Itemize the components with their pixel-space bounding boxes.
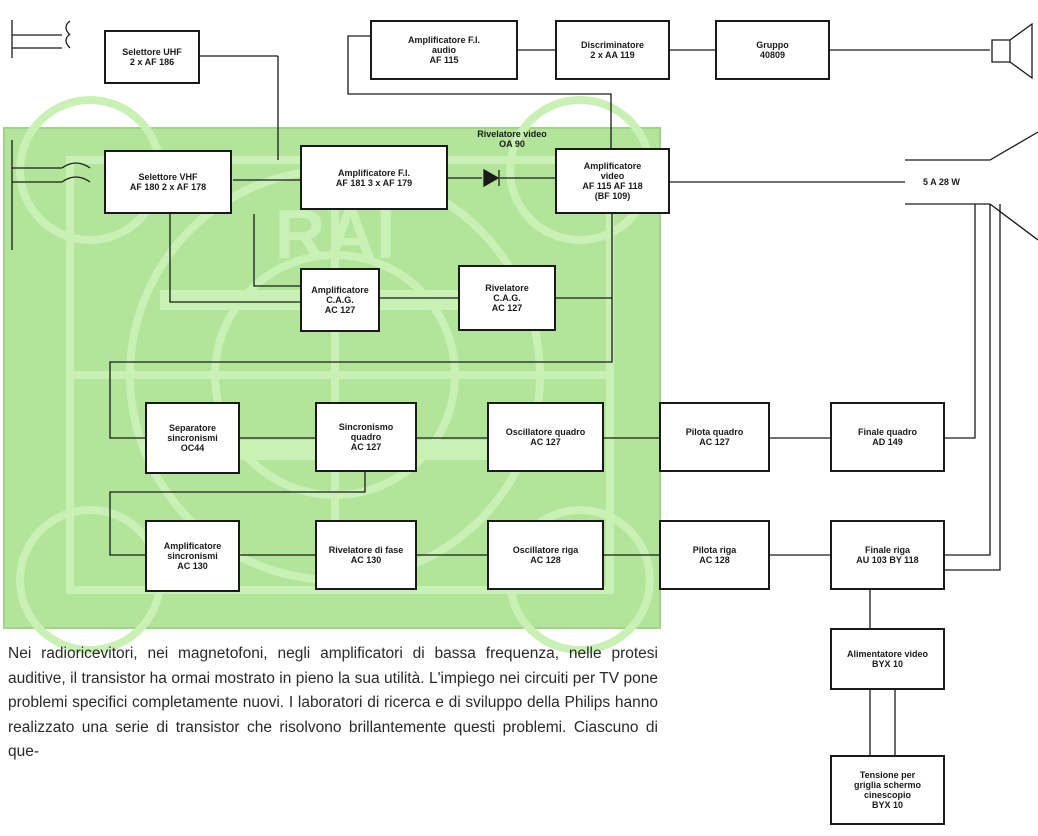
finale-riga-block: Finale riga AU 103 BY 118	[830, 520, 945, 590]
gruppo-block: Gruppo 40809	[715, 20, 830, 80]
selettore-vhf-block: Selettore VHF AF 180 2 x AF 178	[104, 150, 232, 214]
cinescopio-block: 5 A 28 W	[923, 177, 960, 187]
alimentatore-video-block: Alimentatore video BYX 10	[830, 628, 945, 690]
amplificatore-cag-block: Amplificatore C.A.G. AC 127	[300, 268, 380, 332]
body-paragraph: Nei radioricevitori, nei magnetofoni, ne…	[8, 645, 658, 761]
rivelatore-fase-block: Rivelatore di fase AC 130	[315, 520, 417, 590]
pilota-riga-block: Pilota riga AC 128	[659, 520, 770, 590]
amplificatore-video-block: Amplificatore video AF 115 AF 118 (BF 10…	[555, 148, 670, 214]
rivelatore-video-label: Rivelatore video OA 90	[477, 129, 547, 149]
amplificatore-fi-block: Amplificatore F.I. AF 181 3 x AF 179	[300, 145, 448, 210]
pilota-quadro-block: Pilota quadro AC 127	[659, 402, 770, 472]
sincronismo-quadro-block: Sincronismo quadro AC 127	[315, 402, 417, 472]
amplificatore-fi-audio-block: Amplificatore F.I. audio AF 115	[370, 20, 518, 80]
separatore-sincronismi-block: Separatore sincronismi OC44	[145, 402, 240, 474]
oscillatore-quadro-block: Oscillatore quadro AC 127	[487, 402, 604, 472]
oscillatore-riga-block: Oscillatore riga AC 128	[487, 520, 604, 590]
discriminatore-block: Discriminatore 2 x AA 119	[555, 20, 670, 80]
selettore-uhf-block: Selettore UHF 2 x AF 186	[104, 30, 200, 84]
tensione-griglia-block: Tensione per griglia schermo cinescopio …	[830, 755, 945, 825]
finale-quadro-block: Finale quadro AD 149	[830, 402, 945, 472]
amplificatore-sincronismi-block: Amplificatore sincronismi AC 130	[145, 520, 240, 592]
rivelatore-cag-block: Rivelatore C.A.G. AC 127	[458, 265, 556, 331]
